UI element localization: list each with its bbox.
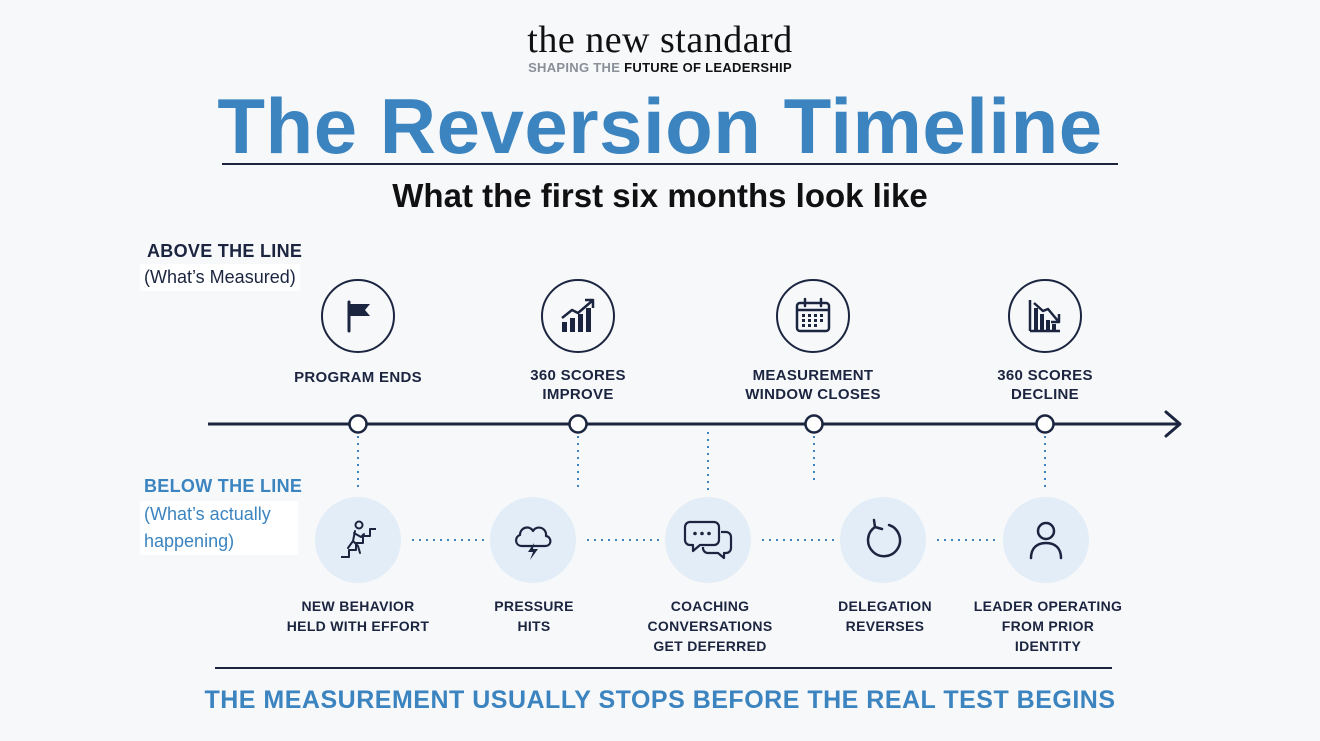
calendar-icon	[776, 279, 850, 353]
person-icon	[1003, 497, 1089, 583]
timeline-node	[348, 414, 368, 434]
footer-statement: THE MEASUREMENT USUALLY STOPS BEFORE THE…	[204, 686, 1116, 714]
timeline-node	[804, 414, 824, 434]
below-line-sublabel: (What’s actually happening)	[140, 501, 298, 555]
milestone-label-program-ends: PROGRAM ENDS	[294, 369, 422, 386]
above-line-label: ABOVE THE LINE	[147, 241, 303, 261]
tagline-muted: SHAPING THE	[528, 60, 621, 75]
storm-cloud-icon	[490, 497, 576, 583]
above-line-sublabel: (What’s Measured)	[140, 264, 300, 291]
below-line-label: BELOW THE LINE	[144, 476, 303, 496]
flag-icon	[321, 279, 395, 353]
title-divider	[222, 163, 1118, 165]
page-title: The Reversion Timeline	[217, 82, 1103, 170]
timeline-node	[1035, 414, 1055, 434]
chat-bubbles-icon	[665, 497, 751, 583]
undo-arrow-icon	[840, 497, 926, 583]
climbing-stairs-icon	[315, 497, 401, 583]
tagline-strong: FUTURE OF LEADERSHIP	[624, 60, 792, 75]
chart-down-icon	[1008, 279, 1082, 353]
page-subtitle: What the first six months look like	[392, 177, 928, 214]
brand-wordmark: the new standard	[527, 19, 793, 61]
timeline-node	[568, 414, 588, 434]
brand-tagline: SHAPING THE FUTURE OF LEADERSHIP	[0, 60, 1320, 75]
footer-divider	[215, 667, 1112, 669]
chart-up-icon	[541, 279, 615, 353]
timeline-arrowhead	[1164, 410, 1182, 438]
